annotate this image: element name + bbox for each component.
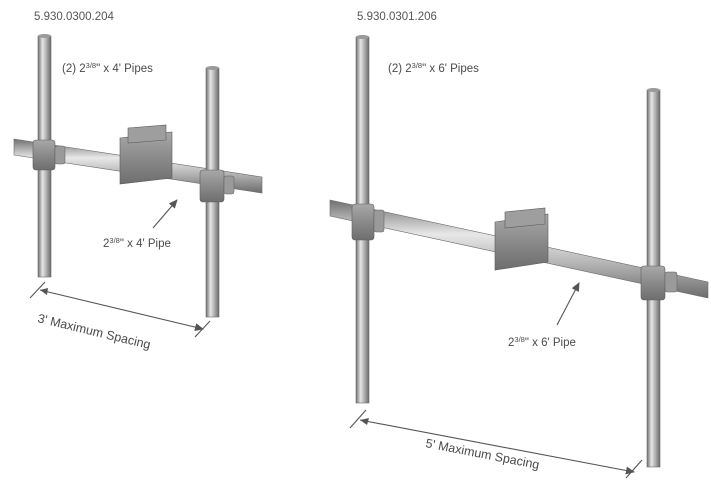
left-vertical-pipes-label: (2) 23/8" x 4' Pipes [62,61,153,75]
left-part-number: 5.930.0300.204 [34,11,115,23]
left-clamp-2 [199,169,235,203]
left-spacing-label: 3' Maximum Spacing [36,311,152,352]
right-horizontal-pipe-label: 23/8" x 6' Pipe [508,335,576,349]
right-assembly: 5.930.0301.206 (2) 23/8" x 6' [329,11,709,479]
left-center-bracket [119,124,173,185]
right-spacing-dimension [349,409,643,479]
right-vertical-pipes-label: (2) 23/8" x 6' Pipes [388,61,479,75]
right-clamp-1 [351,203,385,241]
left-horizontal-callout-arrow [152,199,178,229]
right-horizontal-callout-arrow [556,282,580,326]
right-clamp-2 [640,265,678,301]
right-center-bracket [494,207,549,271]
right-part-number: 5.930.0301.206 [357,11,437,23]
left-spacing-dimension [29,281,211,338]
left-assembly: 5.930.0300.204 (2) 23/8" [13,11,263,352]
left-clamp-1 [32,139,66,171]
left-horizontal-pipe-label: 23/8" x 4' Pipe [103,236,171,250]
right-spacing-label: 5' Maximum Spacing [424,436,540,472]
